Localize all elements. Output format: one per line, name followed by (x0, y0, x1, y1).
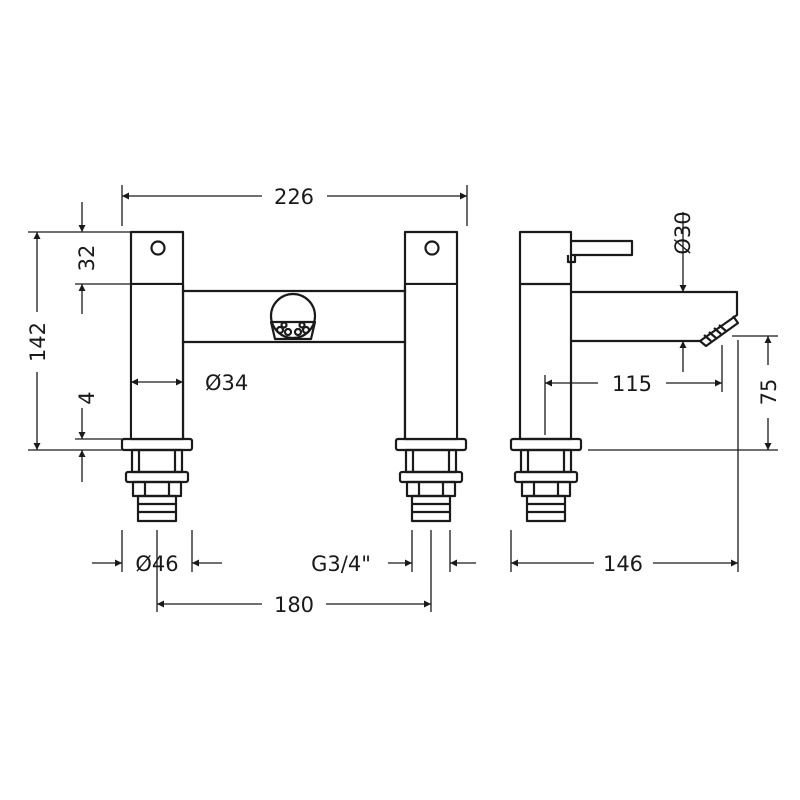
dim-centres: 180 (156, 530, 432, 617)
label-overall-height: 142 (26, 322, 50, 362)
label-centres: 180 (274, 593, 314, 617)
dim-lever-diameter: Ø30 (671, 211, 695, 372)
front-crossbar (154, 289, 434, 344)
label-overall-width: 226 (274, 185, 314, 209)
label-lever-diameter: Ø30 (671, 211, 695, 254)
label-spout-diameter: Ø34 (205, 371, 248, 395)
dim-base-gap: 4 (75, 391, 122, 482)
side-fixing (509, 437, 583, 523)
label-spout-height: 75 (757, 379, 781, 406)
front-left-fixing (120, 437, 194, 523)
side-lever (566, 239, 634, 264)
label-thread: G3/4" (311, 552, 371, 576)
front-view (120, 230, 468, 523)
left-handle-hole (150, 240, 166, 256)
front-right-fixing (394, 437, 468, 523)
label-base-gap: 4 (75, 391, 99, 404)
dim-spout-reach: 115 (544, 345, 723, 435)
label-handle-height: 32 (75, 245, 99, 272)
right-handle-hole (424, 240, 440, 256)
label-spout-reach: 115 (612, 372, 652, 396)
dim-spout-height: 75 (588, 335, 781, 451)
side-view (509, 230, 740, 523)
dim-overall-height: 142 (26, 231, 122, 451)
front-spout-nozzle (269, 292, 317, 341)
label-side-depth: 146 (603, 552, 643, 576)
dim-thread: G3/4" (311, 530, 476, 576)
dim-side-depth: 146 (510, 340, 739, 576)
dim-spout-diameter: Ø34 (131, 371, 248, 395)
dim-overall-width: 226 (121, 185, 468, 226)
side-spout (571, 290, 739, 343)
side-aerator (699, 315, 740, 348)
dim-handle-height: 32 (75, 202, 131, 314)
